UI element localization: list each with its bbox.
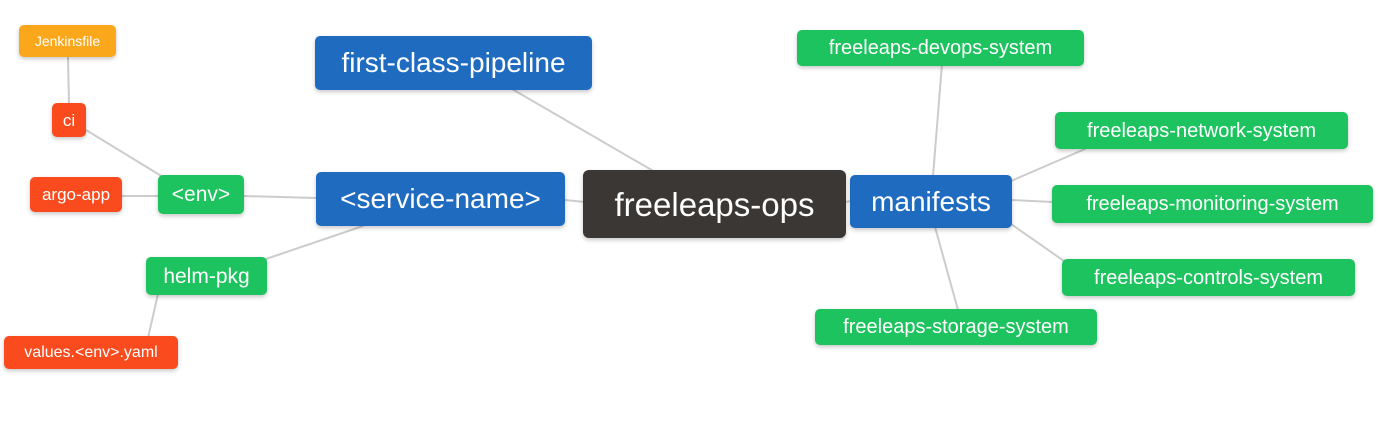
node-service-name[interactable]: <service-name> xyxy=(316,172,565,226)
node-freeleaps-devops-system[interactable]: freeleaps-devops-system xyxy=(797,30,1084,66)
edge-helm-pkg-values xyxy=(147,293,159,339)
node-argo-app[interactable]: argo-app xyxy=(30,177,122,212)
node-freeleaps-ops[interactable]: freeleaps-ops xyxy=(583,170,846,238)
node-env[interactable]: <env> xyxy=(158,175,244,214)
edge-manifests-storage xyxy=(934,226,959,311)
edge-service-name-helm-pkg xyxy=(265,225,364,260)
edge-manifests-devops xyxy=(932,63,943,177)
edge-manifests-monitoring xyxy=(1010,199,1054,203)
node-freeleaps-monitoring-system[interactable]: freeleaps-monitoring-system xyxy=(1052,185,1373,223)
node-freeleaps-controls-system[interactable]: freeleaps-controls-system xyxy=(1062,259,1355,296)
node-manifests[interactable]: manifests xyxy=(850,175,1012,228)
edge-env-service-name xyxy=(242,195,318,199)
node-freeleaps-storage-system[interactable]: freeleaps-storage-system xyxy=(815,309,1097,345)
edge-jenkinsfile-ci xyxy=(67,56,70,105)
node-helm-pkg[interactable]: helm-pkg xyxy=(146,257,267,295)
node-first-class-pipeline[interactable]: first-class-pipeline xyxy=(315,36,592,90)
node-values-env-yaml[interactable]: values.<env>.yaml xyxy=(4,336,178,369)
node-freeleaps-network-system[interactable]: freeleaps-network-system xyxy=(1055,112,1348,149)
edge-pipeline-freeleaps-ops xyxy=(511,88,656,173)
node-ci[interactable]: ci xyxy=(52,103,86,137)
edge-service-name-freeleaps-ops xyxy=(564,199,586,203)
node-jenkinsfile[interactable]: Jenkinsfile xyxy=(19,25,116,57)
edge-manifests-network xyxy=(1010,148,1086,182)
edge-manifests-controls xyxy=(1010,223,1065,262)
edge-ci-env xyxy=(85,129,164,178)
